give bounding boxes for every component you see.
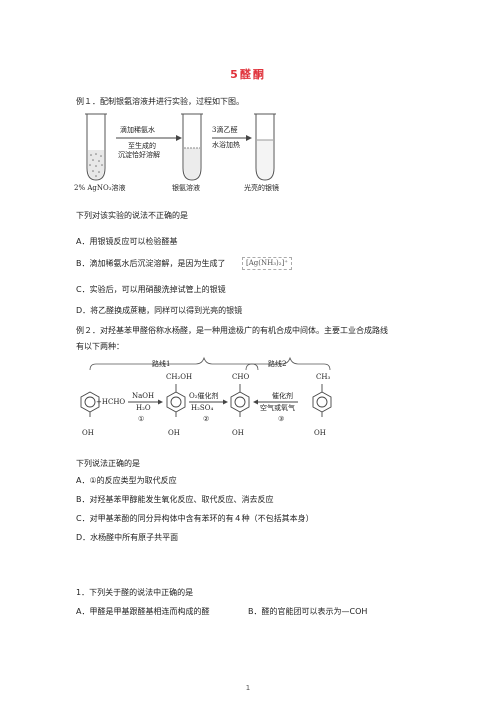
phenol-ring (80, 391, 100, 417)
o2-catalyst: O₂催化剂 (189, 392, 219, 400)
route1-brace (89, 356, 259, 371)
route1-label: 路线1 (152, 360, 171, 368)
example2-heading-1: 例２．对羟基苯甲醛俗称水杨醛，是一种用途极广的有机合成中间体。主要工业合成路线 (76, 326, 388, 335)
ch3-group: CH₃ (316, 373, 331, 381)
h2so4-condition: H₂SO₄ (191, 404, 214, 412)
question1-stem: 1．下列关于醛的说法中正确的是 (76, 588, 194, 597)
route2-label: 路线2 (268, 360, 287, 368)
silver-ammonia-complex: [Ag(NH₃)₂]⁺ (242, 257, 292, 270)
example1-option-d: D．将乙醛换成蔗糖，同样可以得到光亮的银镜 (76, 306, 243, 315)
oh-group-2: OH (168, 429, 180, 437)
step3-number: ③ (278, 415, 285, 423)
naoh-condition: NaOH (132, 392, 155, 400)
step1-condition-1: 至生成的 (128, 142, 156, 150)
example2-question: 下列说法正确的是 (76, 459, 140, 468)
route2-brace (245, 356, 331, 371)
example2-option-b: B．对羟基苯甲醇能发生氧化反应、取代反应、消去反应 (76, 495, 274, 504)
example1-question: 下列对该实验的说法不正确的是 (76, 211, 188, 220)
page-number: 1 (245, 684, 251, 692)
tube1-label: 2% AgNO₃溶液 (74, 184, 126, 192)
step2-reagent: 3滴乙醛 (212, 126, 238, 134)
example1-option-a: A．用银镜反应可以检验醛基 (76, 237, 178, 246)
test-tube-3 (254, 113, 276, 181)
example2-heading-2: 有以下两种： (76, 342, 124, 351)
p-cresol-ring (312, 384, 332, 417)
example1-heading: 例１．配制银氨溶液并进行实验，过程如下图。 (76, 97, 244, 106)
step2-number: ② (203, 415, 210, 423)
step2-condition: 水浴加热 (212, 141, 240, 149)
tube3-label: 光亮的银镜 (244, 184, 279, 192)
ch2oh-group: CH₂OH (166, 373, 193, 381)
page-title: 5醛酮 (230, 68, 266, 81)
example2-option-a: A．①的反应类型为取代反应 (76, 476, 177, 485)
cho-group: CHO (232, 373, 250, 381)
catalyst-condition: 催化剂 (272, 392, 293, 400)
tube2-label: 银氨溶液 (172, 184, 200, 192)
test-tube-1 (85, 113, 107, 181)
salicylaldehyde-ring (230, 384, 250, 417)
example2-option-d: D．水杨醛中所有原子共平面 (76, 533, 179, 542)
question1-option-b: B．醛的官能团可以表示为—COH (248, 607, 368, 616)
example1-option-b: B．滴加稀氨水后沉淀溶解，是因为生成了 (76, 259, 226, 268)
oh-group-1: OH (82, 429, 94, 437)
silver-mirror-diagram (85, 113, 276, 181)
synthesis-scheme (80, 356, 332, 417)
example2-option-c: C．对甲基苯酚的同分异构体中含有苯环的有４种（不包括其本身） (76, 514, 314, 523)
oh-group-4: OH (314, 429, 326, 437)
step1-number: ① (138, 415, 145, 423)
step1-condition-2: 沉淀恰好溶解 (118, 151, 160, 159)
air-condition: 空气或氧气 (260, 404, 295, 412)
oh-group-3: OH (232, 429, 244, 437)
step1-reagent: 滴加稀氨水 (120, 126, 155, 134)
test-tube-2 (181, 113, 203, 181)
example1-option-c: C．实验后，可以用硝酸洗掉试管上的银镜 (76, 285, 226, 294)
h2o-condition: H₂O (136, 404, 151, 412)
hydroxybenzyl-alcohol-ring (166, 384, 186, 417)
question1-option-a: A．甲醛是甲基跟醛基相连而构成的醛 (76, 607, 210, 616)
hcho-reagent: +HCHO (96, 398, 126, 406)
